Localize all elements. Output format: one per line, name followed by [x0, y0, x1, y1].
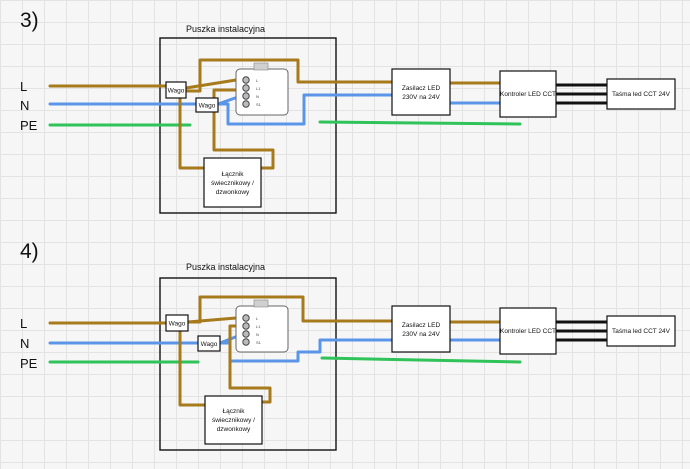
- switch-wire-1: [178, 95, 207, 170]
- wago-1-label: Wago: [168, 88, 185, 95]
- terminal-label: L1: [256, 86, 261, 91]
- terminal-label: L1: [256, 324, 261, 329]
- terminal-label: N: [256, 332, 259, 337]
- diagram-4: 4) L N PE Puszka instalacyjna Wago Wago: [20, 240, 676, 451]
- terminal-screw-icon: [242, 100, 250, 108]
- terminal-screw-icon: [242, 322, 250, 330]
- line-label-n: N: [20, 336, 29, 351]
- switch-wire-2: [212, 88, 275, 170]
- installation-box: [159, 277, 337, 451]
- led-cct-strip: [606, 315, 676, 347]
- switch-label-line-1: Łącznik: [221, 171, 244, 178]
- relay-antenna-tab: [253, 62, 269, 71]
- terminal-label: S1: [256, 102, 262, 107]
- smart-relay-module: L L1 N S1: [235, 62, 289, 116]
- live-wire-psu: [184, 58, 394, 93]
- line-label-l: L: [20, 316, 27, 331]
- pe-wire-out: [318, 120, 522, 126]
- smart-relay-module: L L1 N S1: [235, 299, 289, 353]
- switch-label-line-3: dzwonkowy: [216, 189, 250, 196]
- led-cct-controller: [499, 70, 557, 118]
- switch-label-line-3: dzwonkowy: [217, 426, 251, 433]
- wago-connector-1: [165, 314, 189, 332]
- terminal-screw-icon: [242, 76, 250, 84]
- switch-box: [203, 157, 262, 208]
- switch-wire-2: [228, 324, 272, 404]
- terminal-label: L: [256, 316, 259, 321]
- terminal-screw-icon: [242, 84, 250, 92]
- diagram-number: 4): [20, 240, 39, 263]
- led-cct-strip: [606, 78, 676, 110]
- strip-label: Taśma led CCT 24V: [612, 328, 671, 335]
- psu-label-line-1: Zasilacz LED: [402, 85, 441, 92]
- relay-body: [235, 68, 289, 116]
- switch-wire-1: [178, 329, 207, 407]
- installation-box-title: Puszka instalacyjna: [186, 24, 265, 34]
- line-label-pe: PE: [20, 118, 38, 133]
- terminal-screw-icon: [242, 330, 250, 338]
- switch-label-line-1: Łącznik: [222, 408, 245, 415]
- controller-label: Kontroler LED CCT: [500, 91, 556, 98]
- switch-label-line-2: świecznikowy /: [212, 417, 255, 424]
- controller-label: Kontroler LED CCT: [500, 328, 556, 335]
- line-label-l: L: [20, 79, 27, 94]
- diagram-number: 3): [20, 9, 39, 32]
- line-label-n: N: [20, 98, 29, 113]
- line-label-pe: PE: [20, 356, 38, 371]
- terminal-screw-icon: [242, 338, 250, 346]
- psu-label-line-1: Zasilacz LED: [402, 322, 441, 329]
- terminal-label: N: [256, 94, 259, 99]
- psu-label-line-2: 230V na 24V: [402, 331, 440, 338]
- wago-1-label: Wago: [169, 321, 186, 328]
- terminal-label: L: [256, 78, 259, 83]
- relay-antenna-tab: [253, 299, 269, 308]
- installation-box-title: Puszka instalacyjna: [186, 262, 265, 272]
- relay-body: [235, 305, 289, 353]
- wago-connector-2: [197, 335, 221, 352]
- neutral-wire-psu: [216, 93, 394, 126]
- wago-connector-1: [165, 81, 187, 99]
- led-power-supply: [391, 305, 451, 353]
- terminal-label: S1: [256, 340, 262, 345]
- led-power-supply: [391, 68, 451, 116]
- pe-wire-out: [320, 356, 522, 364]
- wago-2-label: Wago: [199, 103, 216, 110]
- wago-2-label: Wago: [201, 341, 218, 348]
- switch-box: [204, 395, 263, 445]
- diagram-3: 3) L N PE Puszka instalacyjna Wago Wago: [20, 9, 676, 214]
- terminal-screw-icon: [242, 92, 250, 100]
- wago-connector-2: [195, 97, 219, 113]
- led-cct-controller: [499, 307, 557, 355]
- psu-label-line-2: 230V na 24V: [402, 94, 440, 101]
- switch-label-line-2: świecznikowy /: [211, 180, 254, 187]
- strip-label: Taśma led CCT 24V: [612, 91, 671, 98]
- terminal-screw-icon: [242, 314, 250, 322]
